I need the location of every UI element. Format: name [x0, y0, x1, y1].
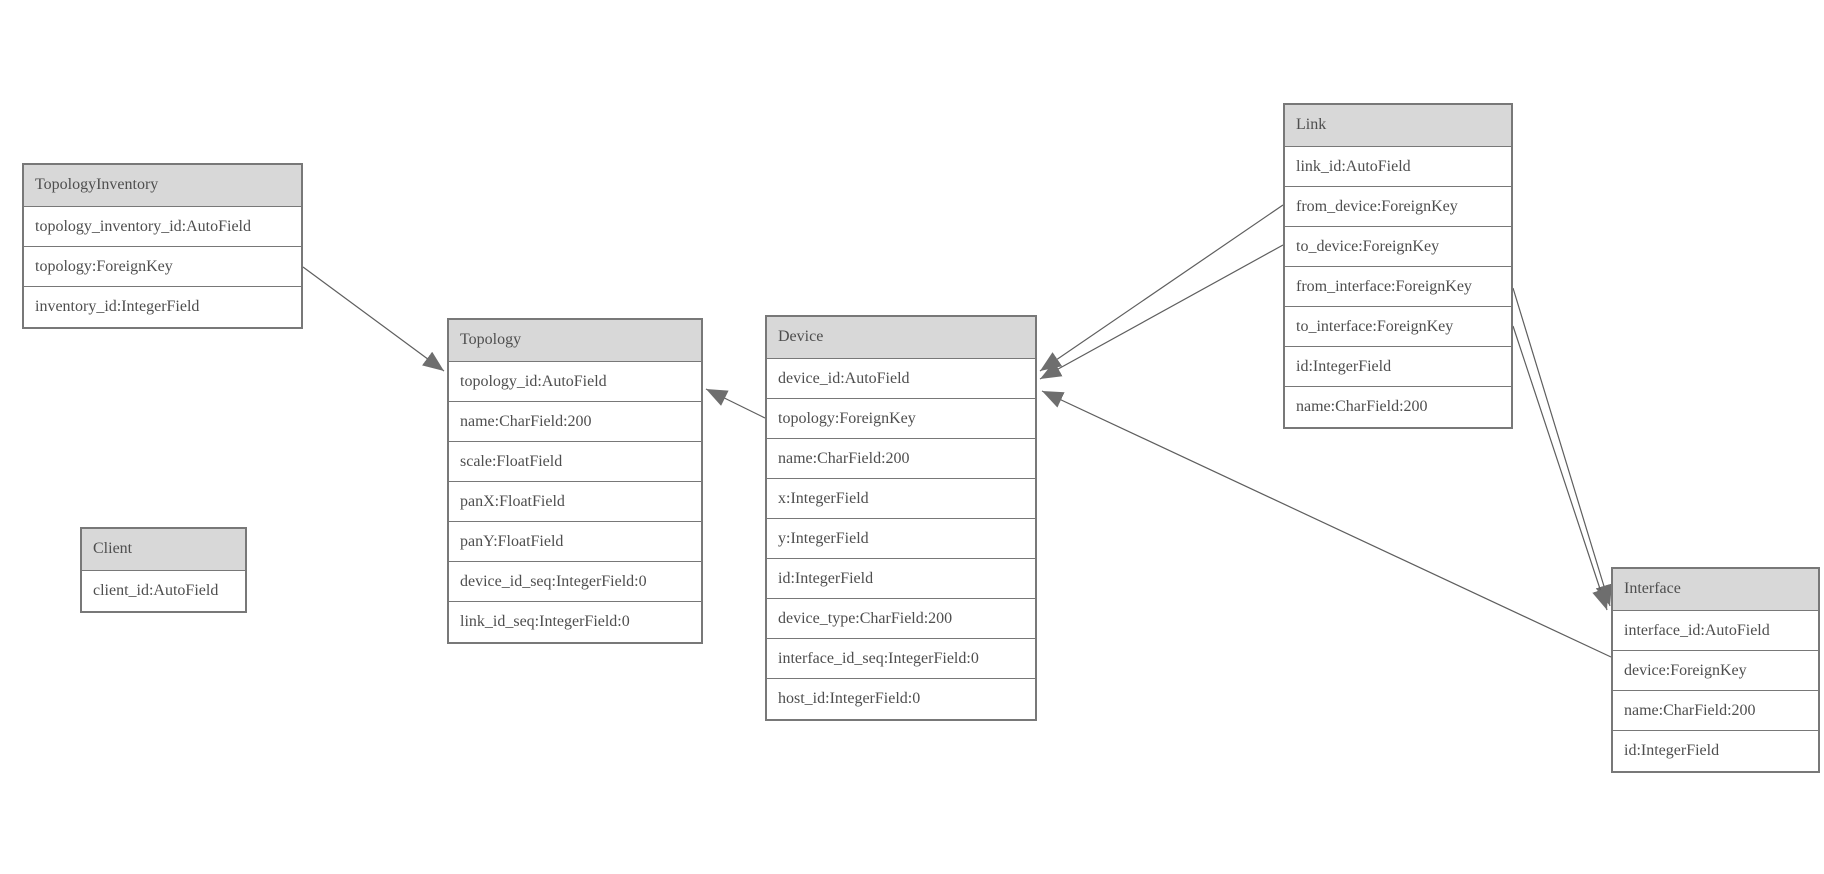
entity-title: TopologyInventory — [24, 165, 301, 207]
field-row: interface_id:AutoField — [1613, 611, 1818, 651]
field-row: device_type:CharField:200 — [767, 599, 1035, 639]
edge-link-to-device-to-device — [1039, 244, 1284, 380]
field-row: inventory_id:IntegerField — [24, 287, 301, 327]
field-row: name:CharField:200 — [767, 439, 1035, 479]
field-row: link_id:AutoField — [1285, 147, 1511, 187]
field-row: client_id:AutoField — [82, 571, 245, 611]
field-row: to_device:ForeignKey — [1285, 227, 1511, 267]
field-row: host_id:IntegerField:0 — [767, 679, 1035, 719]
field-row: topology:ForeignKey — [24, 247, 301, 287]
edge-topologyinventory-topology-to-topology — [302, 266, 445, 372]
entity-title: Interface — [1613, 569, 1818, 611]
field-row: x:IntegerField — [767, 479, 1035, 519]
field-row: topology:ForeignKey — [767, 399, 1035, 439]
field-row: id:IntegerField — [1285, 347, 1511, 387]
field-row: y:IntegerField — [767, 519, 1035, 559]
field-row: to_interface:ForeignKey — [1285, 307, 1511, 347]
field-row: device:ForeignKey — [1613, 651, 1818, 691]
field-row: name:CharField:200 — [1613, 691, 1818, 731]
field-row: from_device:ForeignKey — [1285, 187, 1511, 227]
field-row: topology_inventory_id:AutoField — [24, 207, 301, 247]
field-row: device_id:AutoField — [767, 359, 1035, 399]
field-row: panX:FloatField — [449, 482, 701, 522]
entity-title: Device — [767, 317, 1035, 359]
field-row: link_id_seq:IntegerField:0 — [449, 602, 701, 642]
field-row: id:IntegerField — [1613, 731, 1818, 771]
edge-link-from-interface-to-interface — [1512, 287, 1613, 607]
entity-title: Client — [82, 529, 245, 571]
field-row: interface_id_seq:IntegerField:0 — [767, 639, 1035, 679]
entity-title: Topology — [449, 320, 701, 362]
edge-interface-device-to-device — [1041, 390, 1612, 658]
edge-device-topology-to-topology — [705, 388, 766, 419]
edge-link-to-interface-to-interface — [1512, 325, 1609, 611]
field-row: name:CharField:200 — [1285, 387, 1511, 427]
field-row: name:CharField:200 — [449, 402, 701, 442]
field-row: panY:FloatField — [449, 522, 701, 562]
edge-link-from-device-to-device — [1039, 204, 1284, 372]
field-row: device_id_seq:IntegerField:0 — [449, 562, 701, 602]
field-row: from_interface:ForeignKey — [1285, 267, 1511, 307]
field-row: scale:FloatField — [449, 442, 701, 482]
field-row: id:IntegerField — [767, 559, 1035, 599]
entity-title: Link — [1285, 105, 1511, 147]
field-row: topology_id:AutoField — [449, 362, 701, 402]
